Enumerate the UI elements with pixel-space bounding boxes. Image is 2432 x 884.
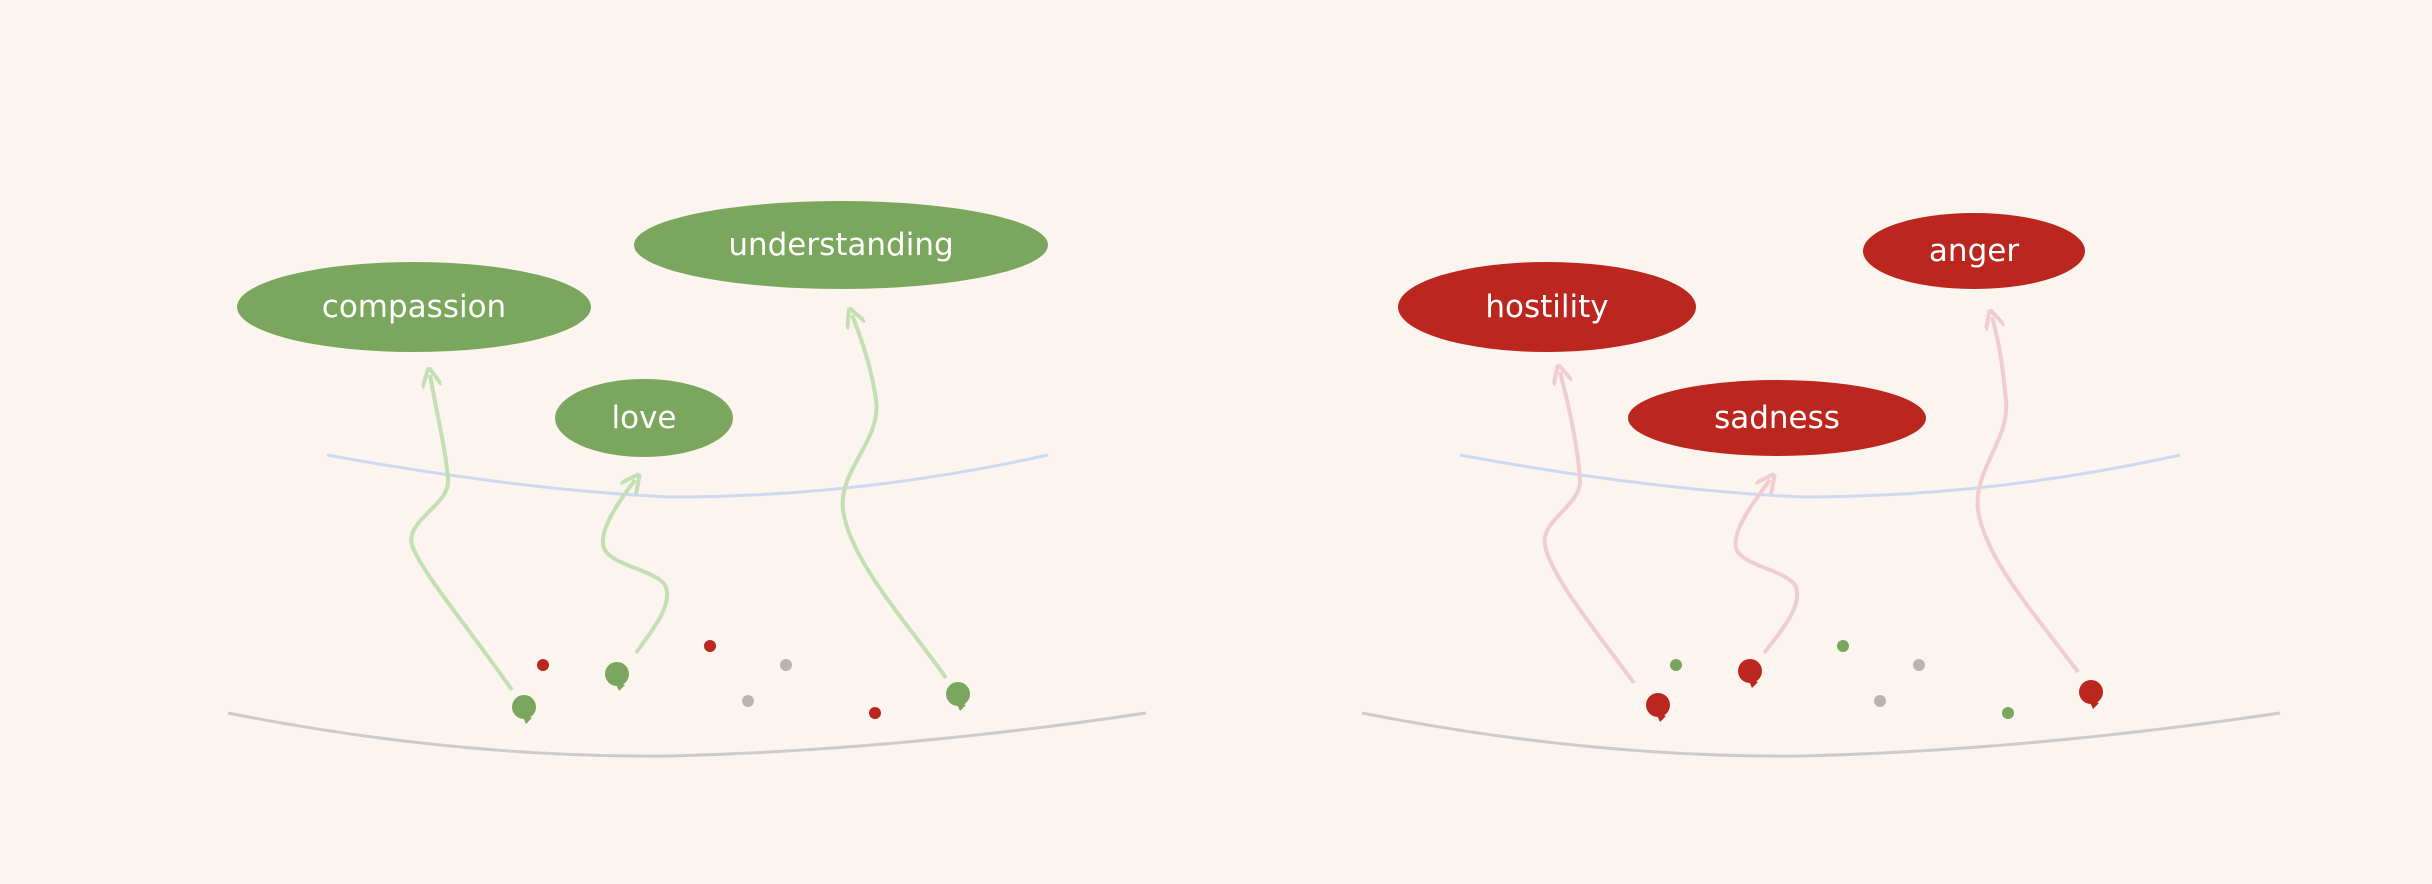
arrow-to-anger [1975, 317, 2080, 674]
positive-panel: compassion love understanding [227, 201, 1147, 758]
arrow-to-hostility [1542, 372, 1636, 685]
bubble-love: love [555, 379, 733, 457]
bubble-anger: anger [1863, 213, 2085, 289]
arrow-to-understanding [840, 315, 948, 680]
small-dot [780, 659, 792, 671]
small-dot [537, 659, 549, 671]
bubble-sadness: sadness [1628, 380, 1926, 456]
speech-dot [1738, 659, 1762, 688]
surface-line-right [1459, 453, 2181, 499]
label-understanding: understanding [728, 227, 953, 263]
small-dot [704, 640, 716, 652]
small-dot [869, 707, 881, 719]
speech-dot [946, 682, 970, 711]
arrow-to-compassion [409, 375, 514, 692]
ground-line-right [1361, 711, 2281, 758]
speech-dot [605, 662, 629, 691]
small-dot [1913, 659, 1925, 671]
ground-line-left [227, 711, 1147, 758]
arrow-to-sadness [1733, 480, 1799, 655]
bubble-understanding: understanding [634, 201, 1048, 289]
label-compassion: compassion [322, 289, 506, 325]
label-anger: anger [1929, 233, 2019, 269]
arrow-to-love [601, 480, 669, 655]
speech-dot [1646, 693, 1670, 722]
speech-dot [2079, 680, 2103, 709]
label-hostility: hostility [1485, 289, 1608, 325]
surface-line-left [326, 453, 1049, 499]
small-dot [1874, 695, 1886, 707]
bubble-compassion: compassion [237, 262, 591, 352]
label-love: love [612, 400, 677, 436]
small-dot [1837, 640, 1849, 652]
speech-dot [512, 695, 536, 724]
label-sadness: sadness [1714, 400, 1840, 436]
negative-panel: hostility sadness anger [1361, 213, 2281, 758]
bubble-hostility: hostility [1398, 262, 1696, 352]
small-dot [1670, 659, 1682, 671]
small-dot [742, 695, 754, 707]
small-dot [2002, 707, 2014, 719]
